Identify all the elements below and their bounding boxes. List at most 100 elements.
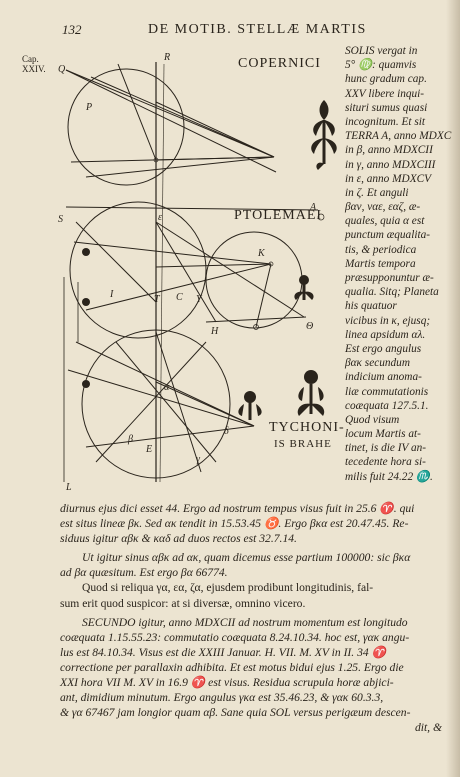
ptolemaic-epicycle-circle: [205, 231, 303, 329]
text-line: Ut igitur sinus αβκ ad ακ, quam dicemus …: [82, 551, 411, 565]
point-label: S: [58, 214, 63, 225]
text-line: indicium anoma-: [345, 371, 422, 384]
diagonal-line: [85, 425, 255, 448]
small-circle: [153, 157, 159, 163]
point-label: Θ: [306, 321, 313, 332]
text-line: punctum æqualita-: [345, 229, 431, 242]
text-line: vicibus in κ, ejusq;: [345, 314, 431, 327]
point-label: δ: [224, 426, 229, 437]
diagonal-line: [205, 316, 307, 323]
point-label: L: [65, 482, 72, 493]
text-line: lus est 84.10.34. Visus est die XXIII Ja…: [60, 645, 387, 659]
text-line: βαν, ναε, εαζ, æ-: [345, 201, 421, 214]
running-title: DE MOTIB. STELLÆ MARTIS: [148, 22, 367, 37]
text-line: ad βα quæsitum. Est ergo βα 66774.: [60, 566, 228, 580]
point-label: E: [145, 444, 152, 455]
text-line: SOLIS vergat in: [345, 45, 418, 57]
point-label: I: [109, 289, 114, 300]
page-header: 132 DE MOTIB. STELLÆ MARTIS: [0, 22, 460, 40]
text-line: hunc gradum cap.: [345, 73, 427, 86]
text-line: XXV libere inqui-: [345, 87, 425, 100]
text-line: Quod visum: [345, 413, 400, 426]
point-label: T: [154, 294, 161, 305]
margin-note-line: XXIV.: [22, 64, 46, 74]
text-line: liæ commutationis: [345, 385, 429, 398]
main-text-body: diurnus ejus dici esset 44. Ergo ad nost…: [60, 501, 446, 735]
text-line: milis fuit 24.22 ♏.: [345, 470, 433, 483]
small-circle: [268, 261, 274, 267]
text-line: incognitum. Et sit: [345, 115, 426, 128]
diagram-svg: Q R P A I C K H Θ ε S Y T L α β γ δ E: [58, 52, 337, 493]
flower-ornament-icon: [238, 391, 262, 420]
point-label: A: [309, 202, 317, 213]
diagonal-line: [155, 381, 255, 427]
diagonal-line: [115, 341, 217, 463]
diagonal-line: [73, 241, 272, 265]
flower-ornament-icon: [297, 370, 325, 416]
text-line: quales, quia α est: [345, 215, 425, 228]
small-circle: [253, 324, 259, 330]
diagonal-line: [155, 221, 305, 318]
margin-note-line: Cap.: [22, 54, 39, 64]
text-line: coæquata 1.15.55.23: commutatio coæquata…: [60, 630, 410, 644]
diagonal-line: [85, 156, 275, 178]
point-label: Y: [196, 294, 203, 305]
tychonis-label-line-1: TYCHONI-: [269, 420, 345, 435]
copernici-label: COPERNICI: [238, 56, 321, 71]
text-line: situri sumus quasi: [345, 101, 428, 114]
text-line: TERRA A, anno MDXC: [345, 130, 452, 143]
point-label: R: [163, 52, 170, 63]
point-label: K: [257, 248, 266, 259]
diagonal-line: [65, 69, 277, 173]
flower-ornament-icon: [82, 248, 90, 388]
diagonal-line: [75, 221, 157, 303]
text-line: linea apsidum αλ.: [345, 328, 426, 341]
diagonal-line: [155, 331, 202, 473]
text-line: correctione per parallaxin adhibita. Et …: [60, 660, 404, 674]
point-label: H: [210, 326, 219, 337]
ptolemaic-deferent-circle: [69, 201, 207, 339]
right-text-column: SOLIS vergat in 5° ♍: quamvis hunc gradu…: [345, 44, 452, 484]
diagonal-line: [155, 101, 275, 158]
text-line: tecedente hora si-: [345, 456, 426, 469]
tychonis-label-line-2: IS BRAHE: [274, 438, 332, 450]
text-line: in ζ. Et anguli: [345, 186, 409, 199]
copernican-orbit-circle: [67, 68, 185, 186]
geometric-diagram: Q R P A I C K H Θ ε S Y T L α β γ δ E CO: [56, 42, 346, 500]
text-line: Est ergo angulus: [345, 342, 422, 355]
point-label: β: [127, 434, 133, 445]
ptolemaei-label: PTOLEMAEI: [234, 208, 323, 223]
text-line: SECUNDO igitur, anno MDXCII ad nostrum m…: [82, 615, 408, 629]
point-label: γ: [196, 454, 201, 465]
text-line: his quatuor: [345, 300, 397, 313]
text-line: siduus igitur αβκ & καδ ad duos rectos e…: [60, 532, 297, 546]
text-line: præsupponuntur æ-: [345, 272, 434, 284]
text-line: in γ, anno MDXCIII: [345, 158, 436, 171]
diagonal-line: [155, 221, 217, 323]
text-line: Martis tempora: [345, 257, 416, 270]
diagonal-line: [85, 263, 272, 311]
text-line: sum erit quod suspicor: at si diversæ, o…: [60, 596, 306, 610]
text-line: coæquata 127.5.1.: [345, 399, 429, 412]
text-line: in ε, anno MDXCV: [345, 172, 432, 185]
diagonal-line: [117, 63, 157, 161]
diagonal-line: [255, 263, 272, 328]
text-line: 5° ♍: quamvis: [345, 59, 417, 72]
point-label: C: [176, 292, 183, 303]
small-circle: [317, 213, 325, 221]
chapter-margin-note: Cap. XXIV.: [22, 54, 56, 74]
text-line: & γα 67467 jam longior quam αβ. Sane qui…: [60, 706, 411, 720]
text-line: dit, &: [414, 721, 442, 735]
diagonal-line: [75, 341, 255, 427]
text-line: in β, anno MDXCII: [345, 144, 433, 157]
vertical-line: [159, 63, 165, 483]
text-line: qualia. Sitq; Planeta: [345, 286, 439, 299]
diagonal-line: [67, 369, 255, 427]
diagonal-line: [155, 263, 272, 268]
text-line: tinet, is die IV an-: [345, 442, 427, 455]
text-line: tis, & periodica: [345, 243, 417, 256]
diagonal-line: [65, 69, 275, 158]
text-line: βακ secundum: [345, 357, 410, 370]
text-line: diurnus ejus dici esset 44. Ergo ad nost…: [60, 502, 415, 515]
